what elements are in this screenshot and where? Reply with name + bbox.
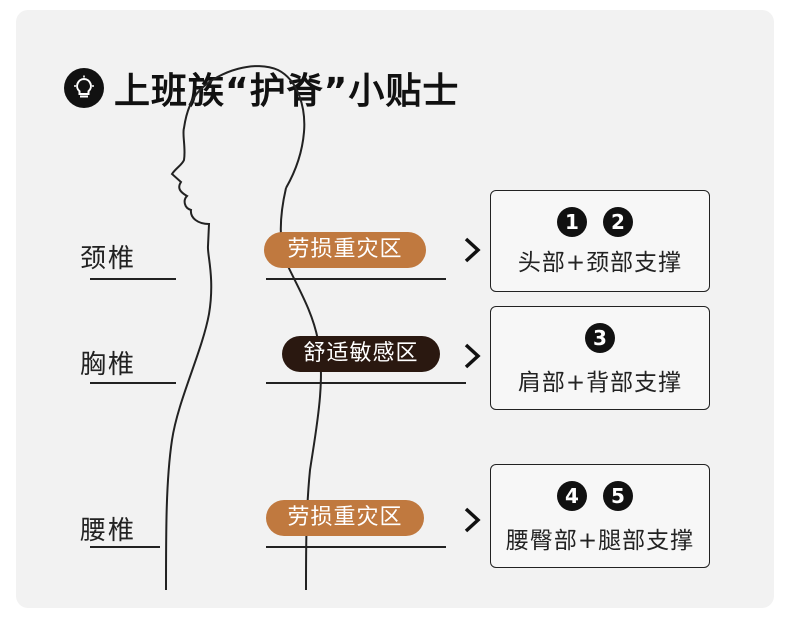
region-label-lumbar: 腰椎 xyxy=(80,516,137,546)
number-badges: 1 2 xyxy=(557,207,633,237)
tag-underline xyxy=(266,278,446,280)
number-badge: 3 xyxy=(585,323,615,353)
region-underline xyxy=(90,382,176,384)
number-badge: 5 xyxy=(603,481,633,511)
support-box-2: 3 肩部+背部支撑 xyxy=(490,306,710,410)
support-box-1: 1 2 头部+颈部支撑 xyxy=(490,190,710,292)
number-badges: 3 xyxy=(585,323,615,353)
tag-strain-zone: 劳损重灾区 xyxy=(264,232,426,268)
lightbulb-icon xyxy=(64,68,104,108)
title-row: 上班族“护脊”小贴士 xyxy=(64,62,459,114)
tips-card: 上班族“护脊”小贴士 颈椎 劳损重灾区 1 2 头部+颈部支撑 胸椎 舒适敏感区… xyxy=(16,10,774,608)
number-badges: 4 5 xyxy=(557,481,633,511)
support-text: 腰臀部+腿部支撑 xyxy=(505,528,695,554)
support-box-3: 4 5 腰臀部+腿部支撑 xyxy=(490,464,710,568)
tag-underline xyxy=(266,382,466,384)
tag-underline xyxy=(266,546,446,548)
tag-strain-zone: 劳损重灾区 xyxy=(266,500,424,536)
number-badge: 4 xyxy=(557,481,587,511)
chevron-right-icon xyxy=(464,507,481,533)
chevron-right-icon xyxy=(464,343,481,369)
tag-comfort-zone: 舒适敏感区 xyxy=(282,336,440,372)
support-text: 头部+颈部支撑 xyxy=(517,250,683,276)
region-underline xyxy=(90,278,176,280)
region-label-cervical: 颈椎 xyxy=(80,244,137,274)
chevron-right-icon xyxy=(464,237,481,263)
region-underline xyxy=(90,546,160,548)
region-label-thoracic: 胸椎 xyxy=(80,350,137,380)
number-badge: 2 xyxy=(603,207,633,237)
page-title: 上班族“护脊”小贴士 xyxy=(114,71,460,112)
number-badge: 1 xyxy=(557,207,587,237)
support-text: 肩部+背部支撑 xyxy=(517,370,683,396)
